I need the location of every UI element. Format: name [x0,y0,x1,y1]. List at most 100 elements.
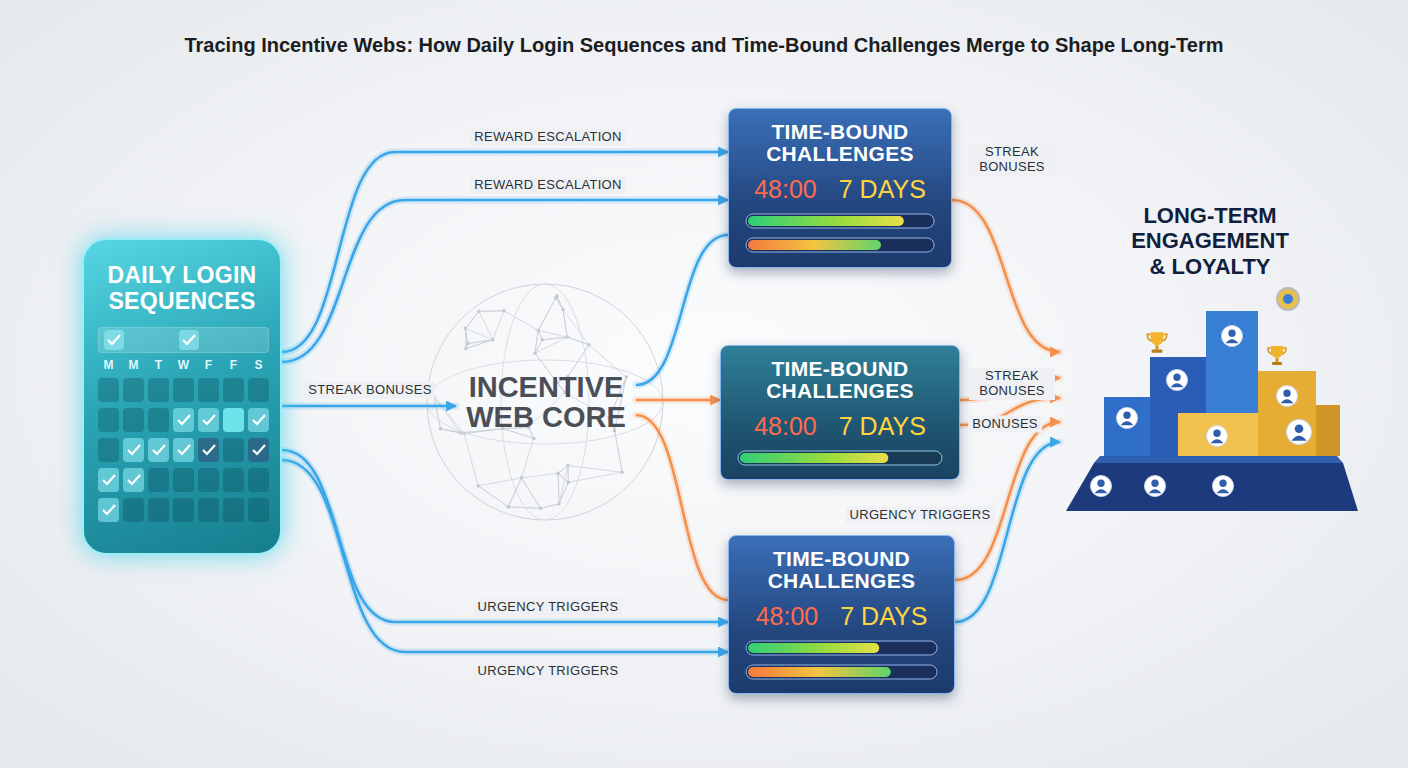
calendar-cell [173,378,194,402]
decor-rect [746,238,934,252]
calendar-cell [248,378,269,402]
card-title: TIME-BOUND CHALLENGES [737,358,943,402]
net-link [478,486,508,507]
card-title: TIME-BOUND CHALLENGES [745,121,935,165]
core-label: INCENTIVE WEB CORE [456,368,636,437]
decor-rect [746,214,934,228]
net-link [558,473,568,482]
net-link [558,466,568,474]
net-link [567,466,568,483]
sphere-ring [427,360,663,444]
net-link [465,311,479,328]
countdown: 48:00 [754,412,817,441]
calendar-cell [198,408,219,432]
weekday-letter: M [123,358,144,372]
check-mark [203,445,215,454]
calendar-cell [148,498,169,522]
card-title: TIME-BOUND CHALLENGES [745,548,938,592]
net-link [508,507,540,508]
net-link [563,310,567,337]
flow-connector [952,200,1060,352]
net-link [538,330,567,337]
calendar-cell [198,438,219,462]
net-link [542,337,567,340]
decor-rect [179,330,199,350]
decor-rect [98,327,269,353]
check-mark [203,415,215,424]
net-link [508,478,521,507]
net-link [478,478,521,486]
edge-label: URGENCY TRIGGERS [846,507,995,524]
challenge-card: TIME-BOUND CHALLENGES48:007 DAYS [728,108,952,268]
calendar-cell [98,378,119,402]
edge-label: URGENCY TRIGGERS [474,663,623,680]
decor-use [1212,475,1233,496]
check-mark [128,475,140,484]
calendar-cell [148,468,169,492]
decor-use [1206,425,1227,446]
flow-connector [282,152,728,352]
card-title: DAILY LOGIN SEQUENCES [98,262,266,315]
check-mark [178,415,190,424]
countdown: 48:00 [754,175,817,204]
calendar-cell [173,408,194,432]
podium-illustration [1060,285,1360,517]
net-dot [476,484,480,488]
net-link [521,438,533,477]
net-link [466,340,493,349]
decor-rect [738,451,942,465]
net-dot [502,309,506,313]
net-link [535,337,567,353]
net-link [540,504,559,508]
edge-glow [636,415,728,600]
net-link [468,340,493,344]
net-link [464,434,478,486]
net-link [466,340,493,349]
edge-label: STREAK BONUSES [969,368,1055,400]
loyalty-podium: LONG-TERM ENGAGEMENT & LOYALTY [1060,195,1360,517]
edge-glow [636,235,728,385]
net-link [521,478,540,508]
net-dot [556,472,560,476]
decor-rect [104,330,124,350]
decor-rect [748,216,904,226]
sphere-outline [427,284,663,520]
calendar-cell [248,468,269,492]
check-mark [128,445,140,454]
edge-label: URGENCY TRIGGERS [474,599,623,616]
check-mark [178,445,190,454]
edge-glow [955,442,1060,622]
calendar-cell [123,408,144,432]
timer-row: 48:007 DAYS [745,602,938,631]
decor-use [1116,407,1137,428]
calendar-cell [198,378,219,402]
weekday-letter: T [148,358,169,372]
decor-circle [1277,288,1299,310]
flow-connector [636,399,720,402]
diagram-title: Tracing Incentive Webs: How Daily Login … [20,34,1388,57]
progress-bars [737,447,943,469]
decor-path [183,335,195,344]
edge-glow [282,450,728,622]
decor-use [1166,369,1187,390]
calendar-cell [223,498,244,522]
day-count: 7 DAYS [839,412,926,441]
flow-connector [955,442,1060,622]
node-text: INCENTIVE WEB CORE [460,372,632,433]
calendar-cell [198,468,219,492]
flow-connector [282,460,728,652]
calendar-cell [173,438,194,462]
net-link [521,473,558,477]
net-link [567,466,568,483]
login-card: DAILY LOGIN SEQUENCES MMTWFFS [82,238,282,555]
net-dot [587,343,591,347]
calendar-cell [223,438,244,462]
weekday-letter: S [248,358,269,372]
decor-g [427,284,663,520]
flow-connector [636,415,728,600]
weekday-letter: W [173,358,194,372]
decor-circle [1283,294,1293,304]
net-link [568,466,622,473]
calendar-cell [223,408,244,432]
